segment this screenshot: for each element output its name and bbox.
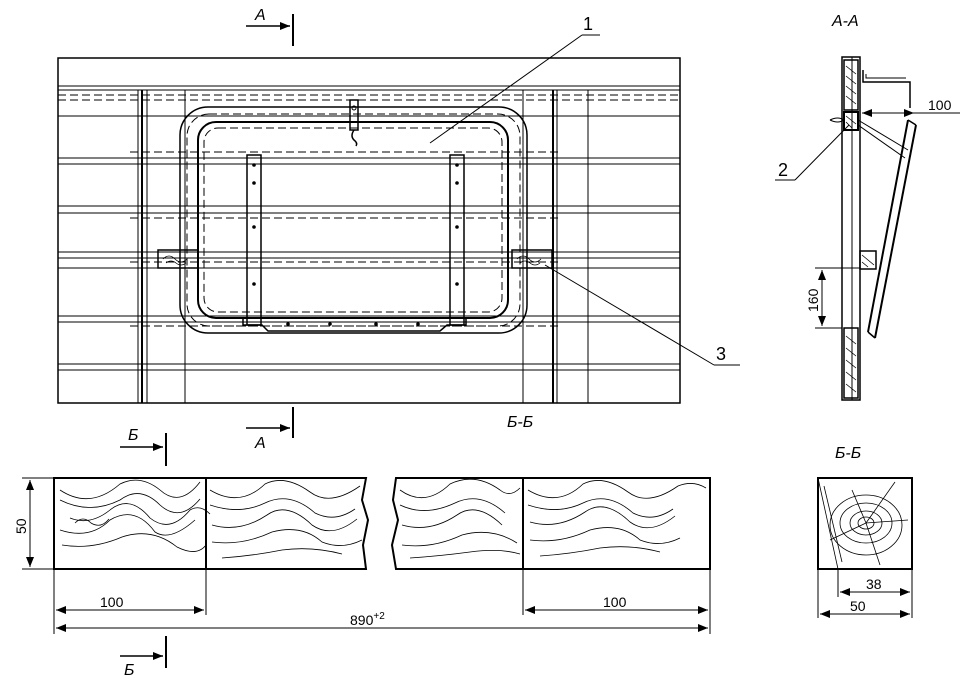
- wood-grain-right: [399, 478, 707, 559]
- end-grain: [817, 477, 909, 570]
- dim-section-outer-width: 50: [850, 598, 866, 614]
- callout-label-1: 1: [583, 14, 593, 34]
- callout-label-3: 3: [716, 344, 726, 364]
- hatch-frame-dashed: [186, 113, 521, 327]
- callout-1: 1: [429, 14, 600, 144]
- wood-grain-left: [59, 479, 363, 559]
- dim-block-height: 50: [13, 518, 29, 534]
- vertical-posts: [137, 90, 589, 403]
- callout-3: 3: [544, 264, 740, 366]
- hinge-strap-left: [246, 154, 262, 326]
- panel-corrugations: [58, 85, 680, 371]
- view-title-a-a: А-А: [831, 13, 859, 30]
- section-b-b-view: Б-Б 38 50: [817, 445, 913, 618]
- dim-total-length-tolerance: +2: [373, 611, 385, 622]
- dim-right-segment: 100: [603, 594, 627, 610]
- section-a-a-view: А-А 100 2 160: [775, 13, 960, 401]
- wood-block-left: [157, 249, 199, 269]
- hatch-cover: [197, 121, 509, 319]
- section-mark-a-bottom: А: [246, 407, 294, 452]
- view-title-b-b-right: Б-Б: [835, 445, 861, 462]
- dim-total-length-base: 890: [350, 612, 374, 628]
- hinge-bar: [242, 317, 467, 332]
- section-label-a-bottom: А: [254, 435, 266, 452]
- dim-section-inner-width: 38: [866, 576, 882, 592]
- callout-label-2: 2: [778, 160, 788, 180]
- latch-icon: [349, 99, 359, 147]
- wood-block-view: Б: [13, 427, 711, 679]
- dim-total-length: 890+2: [350, 611, 385, 628]
- section-mark-b-bottom: Б: [120, 636, 167, 679]
- section-mark-a-top: А: [246, 7, 294, 46]
- dim-left-segment: 100: [100, 594, 124, 610]
- hatch-cover-inner: [203, 127, 503, 313]
- vertical-posts-thick: [141, 90, 554, 403]
- hatch-frame: [179, 106, 528, 334]
- dim-side-height: 160: [805, 288, 821, 312]
- hidden-lines-horizontal: [58, 94, 680, 327]
- dim-side-offset: 100: [928, 97, 952, 113]
- view-title-b-b-center: Б-Б: [507, 414, 533, 431]
- section-label-b-bottom: Б: [124, 662, 134, 679]
- section-label-b-top: Б: [128, 427, 138, 444]
- hinge-strap-right: [449, 154, 465, 326]
- main-view: А А 1 3 Б-Б: [57, 7, 740, 452]
- section-mark-b-top: Б: [120, 427, 167, 466]
- section-label-a-top: А: [254, 7, 266, 24]
- wood-block-right: [511, 249, 553, 269]
